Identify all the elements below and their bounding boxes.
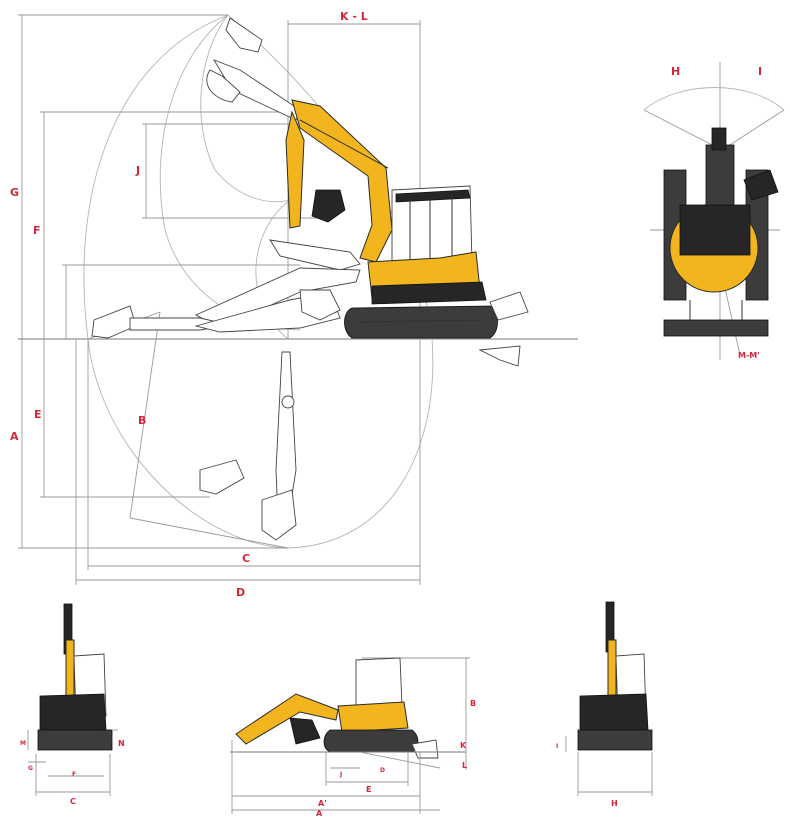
label-I: I: [758, 65, 762, 78]
label-small-L: L: [462, 761, 467, 770]
label-small-B: B: [470, 699, 476, 708]
label-C: C: [242, 552, 250, 565]
label-J: J: [135, 164, 140, 177]
label-H: H: [671, 65, 680, 78]
label-B: B: [138, 414, 146, 427]
side-small-view: B K J D L E A' A: [230, 657, 476, 818]
label-front-G: G: [28, 765, 33, 772]
rear-view: I H: [556, 601, 653, 808]
label-rear-H: H: [611, 799, 618, 808]
label-front-M: M: [20, 740, 26, 747]
front-view: M N G F C: [20, 603, 125, 806]
label-M-M: M-M': [738, 351, 760, 360]
label-F: F: [33, 224, 41, 237]
label-E: E: [34, 408, 42, 421]
blade-top: [663, 319, 769, 337]
top-view: H I M-M': [643, 62, 785, 360]
label-small-J: J: [339, 771, 342, 778]
label-front-F: F: [72, 771, 76, 778]
side-view: K - L G F J A E B C D: [10, 10, 578, 599]
blade: [489, 291, 529, 321]
label-rear-I: I: [556, 743, 558, 750]
label-G: G: [10, 186, 19, 199]
label-small-E: E: [366, 785, 371, 794]
ghost-arm-positions: [91, 239, 361, 541]
label-small-A: A: [316, 809, 323, 816]
label-A: A: [10, 430, 19, 443]
label-front-C: C: [70, 797, 76, 806]
reach-envelope-swing: [200, 14, 291, 203]
label-K-L: K - L: [340, 10, 368, 23]
label-small-D: D: [380, 767, 385, 774]
label-small-K: K: [460, 741, 467, 750]
raised-boom: [206, 17, 393, 263]
label-D: D: [236, 586, 245, 599]
machine-side: [344, 185, 529, 367]
label-small-A-prime: A': [318, 799, 327, 808]
dim-line-B: [129, 311, 161, 519]
label-front-N: N: [118, 739, 125, 748]
